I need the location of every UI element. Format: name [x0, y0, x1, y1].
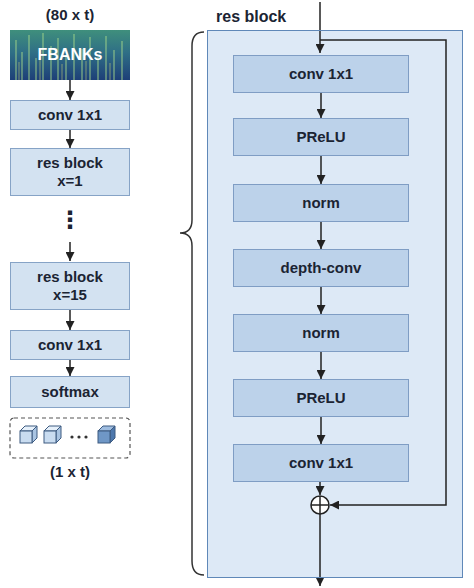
box-label: conv 1x1: [38, 106, 102, 124]
flow-arrow: [69, 130, 71, 148]
flow-arrow: [320, 222, 322, 249]
output-frame: [10, 418, 130, 458]
layer-box: PReLU: [233, 118, 409, 156]
spectrogram-streaks: [16, 33, 122, 80]
sum-arrow: [319, 481, 321, 495]
flow-arrow: [320, 352, 322, 379]
input-arrow: [319, 2, 321, 53]
output-arrow: [319, 514, 321, 586]
layer-box: norm: [233, 184, 409, 222]
flow-arrow: [320, 156, 322, 184]
layer-box: PReLU: [233, 379, 409, 417]
ellipsis-arrow: [69, 242, 71, 261]
output-cubes: [20, 426, 115, 443]
flow-arrow: [69, 360, 71, 376]
box-label: conv 1x1: [289, 65, 353, 83]
layer-box: res block x=1: [10, 148, 130, 196]
layer-box: softmax: [10, 376, 130, 408]
dimension-label: (1 x t): [10, 463, 130, 481]
flow-arrow: [320, 93, 322, 118]
ellipsis-mark: ⋮: [10, 206, 130, 235]
spectrogram-ground: [10, 30, 130, 80]
flow-arrow: [320, 287, 322, 314]
panel-fill: [207, 30, 463, 578]
layer-box: conv 1x1: [233, 444, 409, 482]
box-label: res block x=15: [31, 268, 109, 304]
box-label: norm: [302, 194, 340, 212]
box-label: softmax: [41, 383, 99, 401]
box-label: conv 1x1: [289, 454, 353, 472]
box-label: PReLU: [296, 128, 345, 146]
layer-box: res block x=15: [10, 262, 130, 310]
layer-box: conv 1x1: [10, 100, 130, 130]
box-label: PReLU: [296, 389, 345, 407]
flow-arrow: [320, 417, 322, 444]
flow-arrow: [69, 310, 71, 330]
res-block-panel: conv 1x1PReLUnormdepth-convnormPReLUconv…: [207, 30, 463, 578]
box-label: FBANKs: [38, 45, 103, 64]
flow-arrow: [69, 80, 71, 100]
layer-box: depth-conv: [233, 249, 409, 287]
layer-box: conv 1x1: [233, 55, 409, 93]
panel-heading: res block: [214, 7, 288, 26]
cube-ellipsis: [70, 435, 87, 438]
box-label: norm: [302, 324, 340, 342]
spectrogram-box: FBANKs: [10, 30, 130, 80]
curly-brace: [180, 32, 204, 575]
spectrogram: [10, 30, 130, 80]
sum-symbol: [311, 496, 329, 514]
box-label: conv 1x1: [38, 336, 102, 354]
layer-box: norm: [233, 314, 409, 352]
box-label: res block x=1: [31, 154, 109, 190]
layer-box: conv 1x1: [10, 330, 130, 360]
dimension-label: (80 x t): [10, 6, 130, 24]
box-label: depth-conv: [281, 259, 362, 277]
